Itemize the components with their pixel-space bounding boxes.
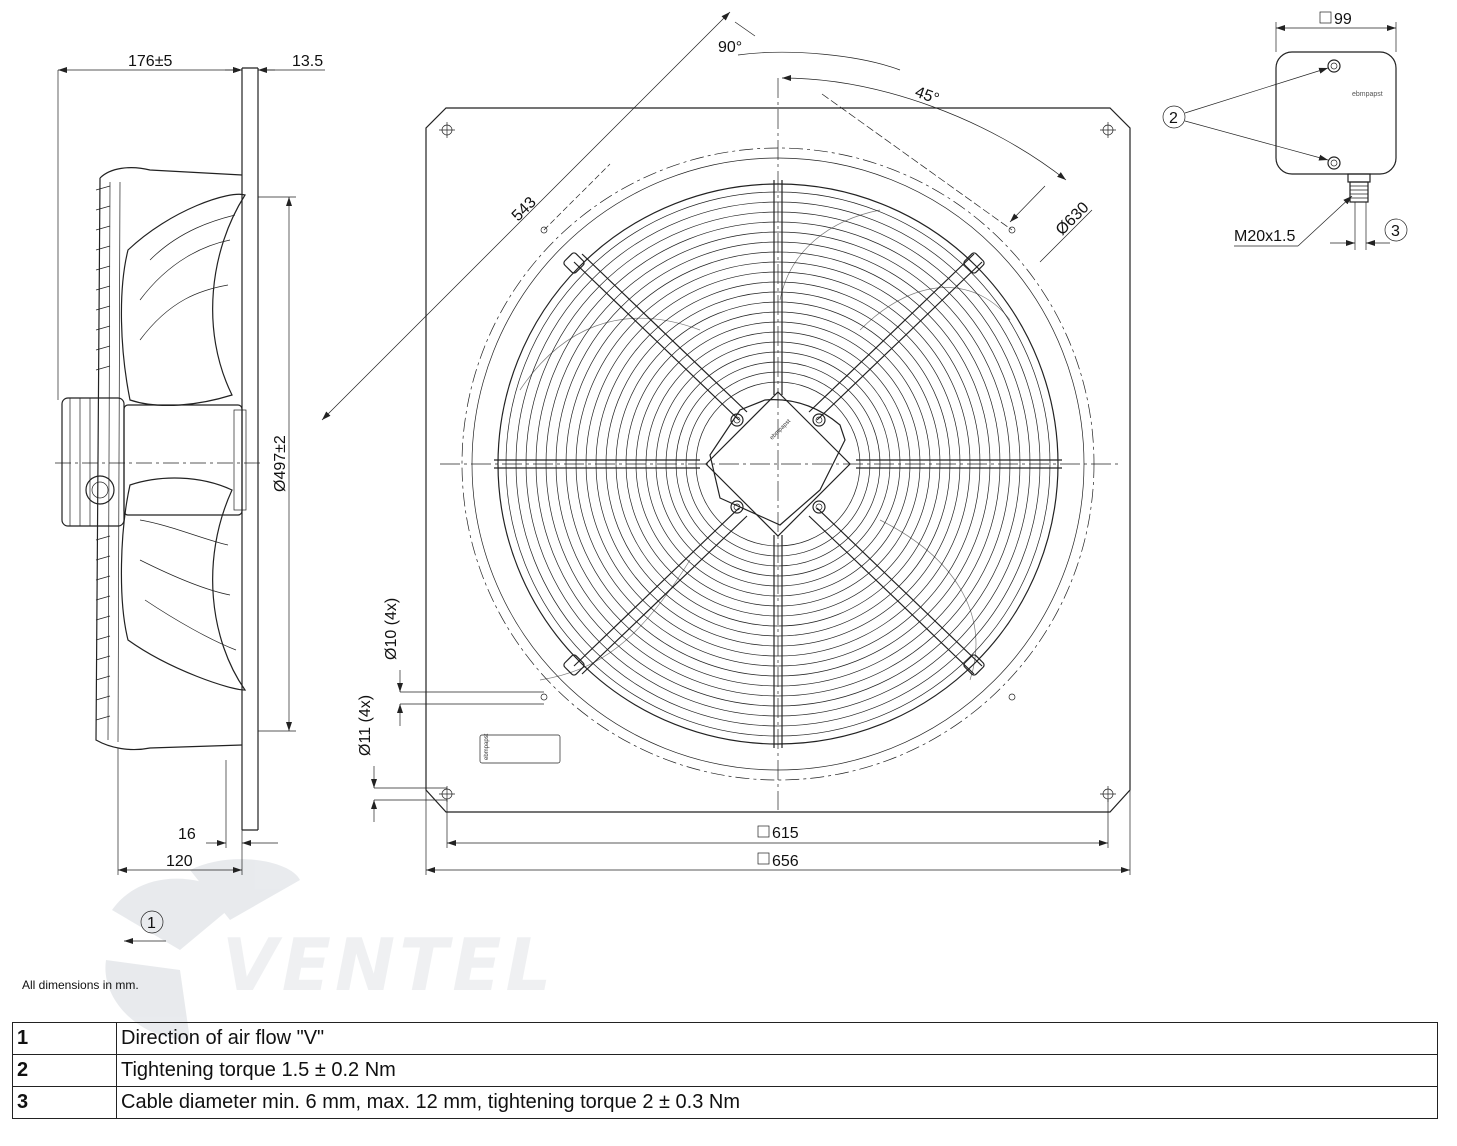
angle-45-label: 45° xyxy=(913,84,942,108)
dim-square-656: 656 xyxy=(425,790,1131,875)
type-plate-brand: ebmpapst xyxy=(484,733,490,760)
diag-543-label: 543 xyxy=(509,194,540,225)
dim-120-label: 120 xyxy=(166,853,193,870)
thread-label: M20x1.5 xyxy=(1234,228,1295,245)
airflow-callout: 1 xyxy=(124,910,166,944)
legend-row: 2 Tightening torque 1.5 ± 0.2 Nm xyxy=(12,1054,1438,1087)
dim-square-615: 615 xyxy=(446,800,1109,848)
watermark-logo: VENTEL xyxy=(105,859,555,1040)
dim-angle-90: 90° xyxy=(718,21,901,71)
terminal-box xyxy=(1275,51,1397,175)
square-656-label: 656 xyxy=(772,853,799,870)
legend-text: Tightening torque 1.5 ± 0.2 Nm xyxy=(116,1054,1438,1087)
legend-key: 3 xyxy=(12,1086,117,1119)
dim-flange-thickness: 13.5 xyxy=(225,53,325,73)
callout-3: 3 xyxy=(1391,223,1400,240)
side-view: 176±5 13.5 Ø497±2 16 120 xyxy=(55,53,325,944)
flange-thickness-label: 13.5 xyxy=(292,53,323,70)
diameter-630-label: Ø630 xyxy=(1053,199,1093,239)
legend-text: Direction of air flow "V" xyxy=(116,1022,1438,1055)
fan-blades-side xyxy=(120,193,247,691)
legend-row: 3 Cable diameter min. 6 mm, max. 12 mm, … xyxy=(12,1086,1438,1119)
dim-diagonal-543: 543 xyxy=(321,11,731,421)
legend-text: Cable diameter min. 6 mm, max. 12 mm, ti… xyxy=(116,1086,1438,1119)
hatched-guard xyxy=(95,185,111,721)
legend-row: 1 Direction of air flow "V" xyxy=(12,1022,1438,1055)
box-99-label: 99 xyxy=(1334,11,1352,28)
diameter-497-label: Ø497±2 xyxy=(272,435,289,492)
legend-key: 1 xyxy=(12,1022,117,1055)
motor-box xyxy=(61,397,125,527)
watermark-text: VENTEL xyxy=(222,923,555,1007)
front-view: ebmpapst ebmpapst 543 90° 45° xyxy=(321,11,1131,875)
angle-90-label: 90° xyxy=(718,39,742,56)
cable-gland xyxy=(85,475,115,505)
legend-key: 2 xyxy=(12,1054,117,1087)
terminal-box-brand: ebmpapst xyxy=(1352,91,1383,98)
dim-diameter-497: Ø497±2 xyxy=(258,196,296,732)
dim-angle-45: 45° xyxy=(781,75,1067,231)
dim-diameter-630: Ø630 xyxy=(1009,185,1093,263)
dim-16-label: 16 xyxy=(178,826,196,843)
mounting-holes xyxy=(439,122,1116,802)
callout-2: 2 xyxy=(1169,110,1178,127)
callout-1: 1 xyxy=(147,915,156,932)
dim-hole-11: Ø11 (4x) xyxy=(357,695,447,822)
type-plate xyxy=(479,734,561,764)
square-615-label: 615 xyxy=(772,825,799,842)
dim-120: 120 xyxy=(117,748,243,875)
hub-brand-label: ebmpapst xyxy=(769,418,792,441)
units-note: All dimensions in mm. xyxy=(22,978,139,992)
watermark-fan-icon xyxy=(105,859,300,1040)
terminal-box-detail: ebmpapst 99 2 M20x1.5 3 xyxy=(1162,11,1408,250)
side-depth-label: 176±5 xyxy=(128,53,172,70)
hole-11-label: Ø11 (4x) xyxy=(357,695,374,756)
legend-table: 1 Direction of air flow "V" 2 Tightening… xyxy=(12,1022,1438,1119)
dim-16: 16 xyxy=(178,760,278,848)
dim-hole-10: Ø10 (4x) xyxy=(383,598,544,726)
hole-10-label: Ø10 (4x) xyxy=(383,598,400,660)
dim-side-depth: 176±5 xyxy=(57,53,242,400)
